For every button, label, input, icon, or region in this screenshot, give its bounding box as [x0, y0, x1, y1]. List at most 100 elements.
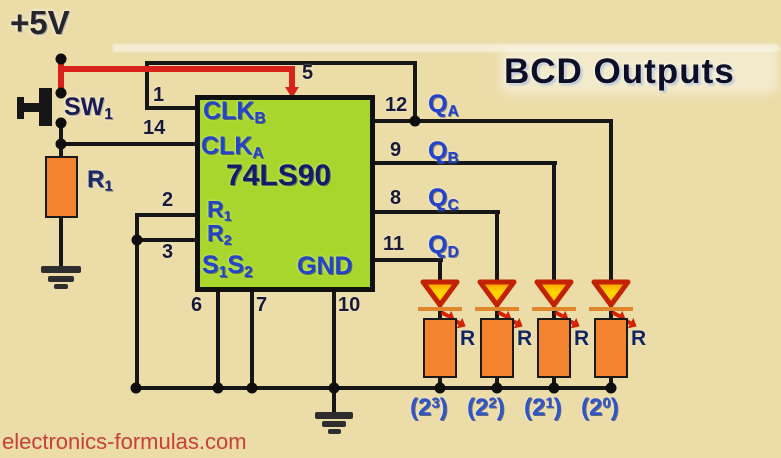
led-resistor-label: R: [460, 327, 476, 350]
led-resistor-label: R: [517, 327, 533, 350]
wire-pin7: [250, 290, 254, 390]
led-cathode-bar: [589, 307, 633, 311]
led-cathode-bar: [475, 307, 519, 311]
light-streak: [112, 44, 780, 52]
output-label-qc: QC: [428, 184, 459, 214]
junction-dot: [548, 382, 560, 394]
ic-label-r1: R1: [207, 196, 232, 225]
led-resistor: [480, 318, 514, 378]
wire-qb: [375, 161, 557, 165]
pin-number-9: 9: [390, 139, 402, 161]
ic-74ls90-body: [195, 95, 375, 292]
ic-label-s1s2: S1S2: [202, 251, 253, 281]
junction-dot: [246, 382, 258, 394]
wire-feedback-top: [145, 61, 416, 65]
pin-number-2: 2: [162, 189, 174, 211]
watermark-text: electronics-formulas.com: [2, 429, 247, 454]
wire-col-qb: [552, 161, 556, 390]
pin-number-14: 14: [143, 117, 166, 139]
ground-icon: [322, 421, 346, 427]
junction-dot: [328, 382, 340, 394]
ground-icon: [48, 276, 74, 282]
junction-dot: [491, 382, 503, 394]
pushbutton-contact-icon: [39, 88, 52, 126]
led-branch-qb: R (21): [524, 279, 602, 439]
junction-dot: [55, 87, 67, 99]
junction-dot: [131, 234, 143, 246]
wire-r1-to-ground: [59, 216, 63, 268]
wire-pin2: [137, 213, 195, 217]
wire-pin10: [332, 290, 336, 390]
resistor-r1-label: R1: [87, 166, 113, 195]
bit-weight-label: (21): [524, 394, 562, 421]
led-icon: [477, 279, 517, 307]
junction-dot: [212, 382, 224, 394]
led-icon: [591, 279, 631, 307]
wire-qc: [375, 210, 500, 214]
ic-label-clka: CLKA: [201, 132, 264, 162]
wire-bottom-rail: [133, 386, 615, 390]
pushbutton-stem-icon: [23, 103, 40, 112]
bit-weight-label: (22): [467, 394, 505, 421]
output-label-qd: QD: [428, 231, 459, 261]
wire-feedback-right: [413, 61, 417, 125]
wire-reset-down: [135, 238, 139, 390]
wire-vcc-drop: [289, 66, 295, 89]
wire-feedback-left: [145, 61, 149, 110]
led-branch-qa: R (20): [581, 279, 659, 439]
led-cathode-bar: [532, 307, 576, 311]
wire-pin6: [216, 290, 220, 390]
wire-vcc-vertical: [58, 57, 64, 93]
led-resistor-label: R: [631, 327, 647, 350]
led-icon: [420, 279, 460, 307]
led-resistor: [594, 318, 628, 378]
led-resistor: [423, 318, 457, 378]
pin-number-3: 3: [162, 241, 174, 263]
ic-label-gnd: GND: [297, 252, 353, 280]
bit-weight-label: (20): [581, 394, 619, 421]
resistor-r1: [45, 156, 78, 218]
output-label-qa: QA: [428, 90, 459, 120]
pushbutton-cap-icon: [17, 97, 24, 119]
junction-dot: [605, 382, 617, 394]
junction-dot: [55, 138, 67, 150]
supply-voltage-label: +5V: [10, 4, 70, 41]
wire-ground-stem: [332, 386, 336, 413]
pin-number-11: 11: [383, 233, 405, 255]
pin-number-12: 12: [385, 94, 408, 116]
pin-number-5: 5: [302, 62, 314, 84]
junction-dot: [55, 117, 67, 129]
pin-number-10: 10: [338, 294, 361, 316]
pin-number-7: 7: [256, 294, 268, 316]
wire-pin14: [59, 142, 195, 146]
ground-icon: [54, 284, 68, 289]
led-cathode-bar: [418, 307, 462, 311]
ic-label-r2: R2: [207, 220, 232, 249]
led-resistor: [537, 318, 571, 378]
title-halo: [500, 48, 778, 94]
junction-dot: [434, 382, 446, 394]
wire-pin3: [137, 238, 195, 242]
led-branch-qc: R (22): [467, 279, 545, 439]
junction-dot: [55, 53, 67, 65]
ground-icon: [315, 412, 353, 419]
ground-icon: [328, 429, 341, 434]
wire-vcc-horizontal: [58, 66, 294, 72]
wire-reset-bracket: [135, 213, 139, 242]
bit-weight-label: (23): [410, 394, 448, 421]
wire-col-qa: [609, 119, 613, 390]
ic-part-number: 74LS90: [226, 159, 332, 192]
wire-pin1: [145, 106, 195, 110]
wire-qd: [375, 258, 443, 262]
junction-dot: [130, 382, 142, 394]
pin-number-1: 1: [153, 84, 165, 106]
diagram-title: BCD Outputs: [504, 52, 735, 91]
led-icon: [534, 279, 574, 307]
switch-label: SW1: [64, 93, 113, 123]
wire-qa: [375, 119, 613, 123]
ic-label-clkb: CLKB: [203, 97, 266, 127]
led-branch-qd: R (23): [410, 279, 488, 439]
pin-number-8: 8: [390, 187, 402, 209]
junction-dot: [409, 115, 421, 127]
